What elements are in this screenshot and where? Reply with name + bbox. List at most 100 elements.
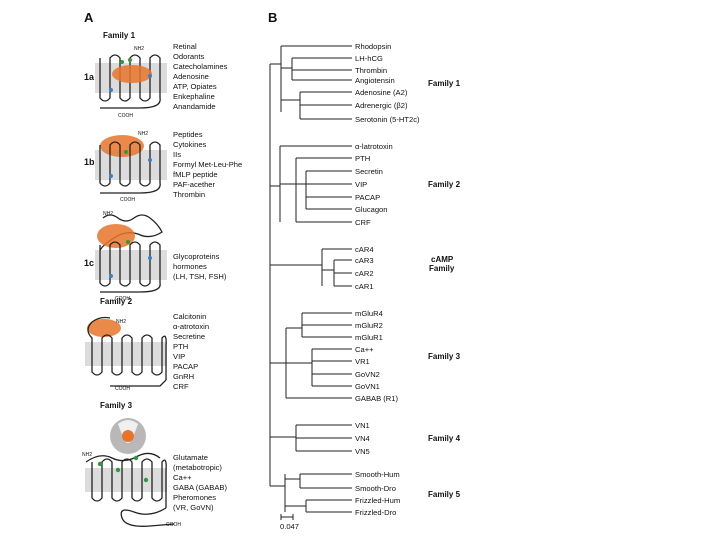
membrane-f3 bbox=[85, 468, 167, 492]
ligand-f3-1: (metabotropic) bbox=[173, 463, 222, 472]
residue-f3-3 bbox=[143, 477, 149, 483]
family-label-3: Family 3 bbox=[428, 352, 461, 361]
leaf-label: Smooth-Hum bbox=[355, 470, 400, 479]
cooh-1c: COOH bbox=[115, 296, 130, 302]
ligand-f3-3: GABA (GABAB) bbox=[173, 483, 227, 492]
cooh-1a: COOH bbox=[118, 113, 133, 119]
ligand-1a-5: Enkephaline bbox=[173, 92, 215, 101]
c-tail-1b bbox=[100, 182, 161, 194]
residue-1b-1 bbox=[124, 150, 128, 154]
leaf-label: Glucagon bbox=[355, 205, 388, 214]
ligand-1a-1: Odorants bbox=[173, 52, 204, 61]
panel-b-label: B bbox=[268, 10, 277, 25]
residue-1c-1 bbox=[148, 256, 152, 260]
nh2-1b: NH2 bbox=[138, 131, 148, 137]
c-tail-f2 bbox=[110, 379, 167, 387]
leaf-label: PACAP bbox=[355, 193, 380, 202]
leaf-label: VIP bbox=[355, 180, 367, 189]
ligand-1a-3: Adenosine bbox=[173, 72, 209, 81]
residue-1a-3 bbox=[148, 74, 152, 78]
ligand-blob-1c bbox=[97, 224, 135, 248]
ligand-f2-5: PACAP bbox=[173, 362, 198, 371]
nh2-f3: NH2 bbox=[82, 452, 92, 458]
panel-a-label: A bbox=[84, 10, 94, 25]
leaf-label: Frizzled-Dro bbox=[355, 508, 396, 517]
residue-f3-2 bbox=[115, 467, 121, 473]
family-label-2: Family 2 bbox=[428, 180, 461, 189]
leaf-labels: Rhodopsin LH-hCG Thrombin Angiotensin Ad… bbox=[355, 42, 420, 517]
leaf-label: mGluR2 bbox=[355, 321, 383, 330]
leaf-label: GoVN1 bbox=[355, 382, 380, 391]
family-1-title: Family 1 bbox=[103, 31, 136, 40]
family-label-1: Family 1 bbox=[428, 79, 461, 88]
helix-path-f2 bbox=[87, 321, 167, 380]
ligand-1b-4: fMLP peptide bbox=[173, 170, 218, 179]
ligand-1c-0: Glycoproteins bbox=[173, 252, 220, 261]
ligand-f2-1: α-atrotoxin bbox=[173, 322, 209, 331]
cooh-f3: COOH bbox=[166, 522, 181, 528]
ligand-f2-7: CRF bbox=[173, 382, 189, 391]
residue-1a-2 bbox=[128, 58, 132, 62]
family-label-camp: cAMP bbox=[431, 255, 454, 264]
ligand-f2-3: PTH bbox=[173, 342, 188, 351]
ligand-list-1c: Glycoproteins hormones (LH, TSH, FSH) bbox=[173, 252, 227, 281]
ligand-f3-2: Ca++ bbox=[173, 473, 192, 482]
ligand-1b-3: Formyl Met-Leu-Phe bbox=[173, 160, 242, 169]
ligand-f2-0: Calcitonin bbox=[173, 312, 206, 321]
residue-f3-1 bbox=[97, 461, 103, 467]
leaf-label: Frizzled-Hum bbox=[355, 496, 400, 505]
leaf-label: Adrenergic (β2) bbox=[355, 101, 408, 110]
leaf-label: Adenosine (A2) bbox=[355, 88, 408, 97]
ligand-1b-1: Cytokines bbox=[173, 140, 207, 149]
family-label-5: Family 5 bbox=[428, 490, 461, 499]
cooh-1b: COOH bbox=[120, 197, 135, 203]
tag-1c: 1c bbox=[84, 258, 94, 268]
membrane-1c bbox=[95, 250, 167, 280]
residue-1a-1 bbox=[120, 60, 124, 64]
leaf-label: α-latrotoxin bbox=[355, 142, 393, 151]
cooh-f2: COOH bbox=[115, 386, 130, 392]
family-3-title: Family 3 bbox=[100, 401, 133, 410]
ligand-blob-1b bbox=[100, 135, 144, 157]
leaf-label: cAR2 bbox=[355, 269, 374, 278]
scale-bar-label: 0.047 bbox=[280, 522, 299, 531]
leaf-label: Angiotensin bbox=[355, 76, 395, 85]
leaf-label: mGluR4 bbox=[355, 309, 383, 318]
ligand-f3-4: Pheromones bbox=[173, 493, 216, 502]
residue-f3-4 bbox=[133, 455, 139, 461]
family-2-title: Family 2 bbox=[100, 297, 133, 306]
leaf-label: mGluR1 bbox=[355, 333, 383, 342]
leaf-label: cAR3 bbox=[355, 256, 374, 265]
residue-1c-3 bbox=[126, 240, 130, 244]
c-tail-f3 bbox=[120, 507, 175, 527]
family-label-camp-2: Family bbox=[429, 264, 455, 273]
helix-path-f3 bbox=[91, 458, 167, 508]
ligand-1b-5: PAF-acether bbox=[173, 180, 216, 189]
ligand-1a-0: Retinal bbox=[173, 42, 197, 51]
leaf-label: Thrombin bbox=[355, 66, 387, 75]
ligand-1a-4: ATP, Opiates bbox=[173, 82, 217, 91]
leaf-label: cAR4 bbox=[355, 245, 374, 254]
ligand-list-1b: Peptides Cytokines IIs Formyl Met-Leu-Ph… bbox=[173, 130, 242, 199]
family-labels: Family 1 Family 2 cAMP Family Family 3 F… bbox=[428, 79, 461, 499]
ligand-f3-0: Glutamate bbox=[173, 453, 208, 462]
leaf-label: VN5 bbox=[355, 447, 370, 456]
nh2-1c: NH2 bbox=[103, 211, 113, 217]
leaf-label: LH-hCG bbox=[355, 54, 383, 63]
family-1b-diagram: 1b NH2 COOH bbox=[84, 131, 167, 203]
ligand-1c-1: hormones bbox=[173, 262, 207, 271]
membrane-f2 bbox=[85, 342, 167, 366]
residue-1a-4 bbox=[109, 88, 113, 92]
nh2-f2: NH2 bbox=[116, 319, 126, 325]
family-label-4: Family 4 bbox=[428, 434, 461, 443]
family-2-diagram: Family 2 NH2 COOH bbox=[85, 297, 167, 392]
nh2-1a: NH2 bbox=[134, 46, 144, 52]
family-1a-diagram: Family 1 1a NH2 COOH bbox=[84, 31, 167, 119]
family-3-diagram: Family 3 NH2 COOH bbox=[82, 401, 181, 528]
leaf-label: VR1 bbox=[355, 357, 370, 366]
leaf-label: Ca++ bbox=[355, 345, 374, 354]
ligand-blob-f2 bbox=[87, 319, 121, 337]
c-tail-1a bbox=[100, 97, 161, 109]
ligand-1b-6: Thrombin bbox=[173, 190, 205, 199]
